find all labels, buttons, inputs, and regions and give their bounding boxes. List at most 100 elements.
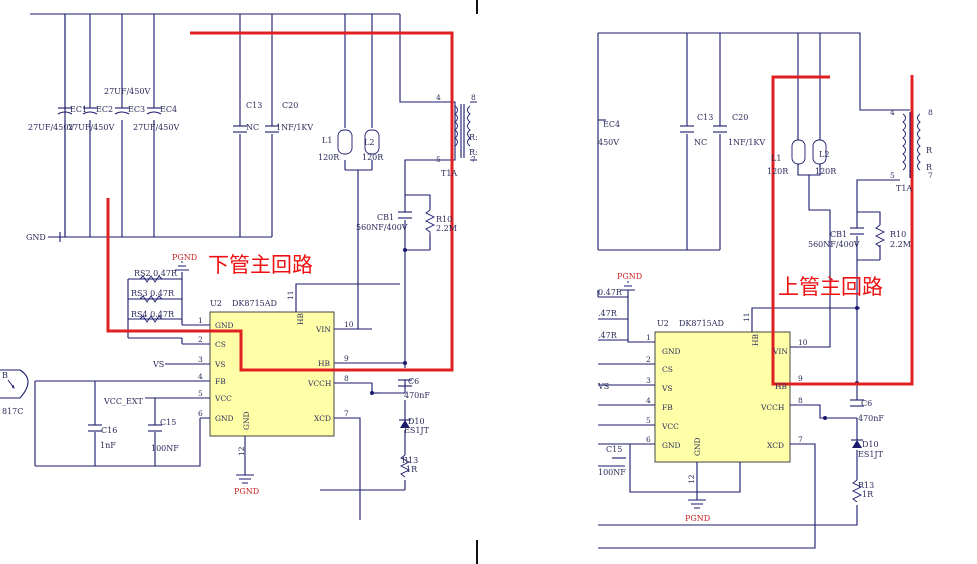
l1-ref: L1 <box>322 136 332 145</box>
pin-name: GND <box>215 414 234 423</box>
pin-num: 3 <box>198 355 203 364</box>
pin-num: 8 <box>798 396 803 405</box>
r-c15-value: 100NF <box>598 468 626 477</box>
t1-pin8: 8 <box>471 93 476 102</box>
pin-num: 1 <box>198 316 203 325</box>
pin-num: 7 <box>798 435 803 444</box>
r-bottom-pgnd-label: PGND <box>685 514 710 523</box>
right-ic-part: DK8715AD <box>679 319 724 328</box>
left-ic-body <box>209 311 335 437</box>
r-l2-value: 120R <box>815 167 837 176</box>
r-c13-value: NC <box>694 138 707 147</box>
pin-num: 2 <box>646 355 651 364</box>
r-t1-pin5: 5 <box>890 171 895 180</box>
pin-name: VCC <box>661 422 679 431</box>
ec1-value: 27UF/450V <box>28 123 74 132</box>
pin-num: 7 <box>344 409 349 418</box>
r-l1-value: 120R <box>767 167 789 176</box>
pin-num: 9 <box>798 374 803 383</box>
l2-value: 120R <box>362 153 384 162</box>
c20-value: 1NF/1KV <box>276 123 313 132</box>
ec3-ref: EC3 <box>128 105 145 114</box>
ec4-value: 27UF/450V <box>133 123 179 132</box>
r-vs-label: VS <box>597 382 609 391</box>
ec4-ref: EC4 <box>160 105 177 114</box>
pin-name: HB <box>775 382 788 391</box>
right-ic-ref: U2 <box>657 319 669 328</box>
vs-label: VS <box>152 360 164 369</box>
r-rs-label: .47R <box>598 309 618 318</box>
r-c20-value: 1NF/1KV <box>728 138 765 147</box>
pin-num: 6 <box>646 435 651 444</box>
right-ic-body <box>654 331 791 463</box>
pin-num: 11 <box>742 312 751 322</box>
pin-num: 4 <box>198 372 203 381</box>
left-labels: EC1 EC2 EC3 EC4 27UF/450V 27UF/450V 27UF… <box>2 87 478 496</box>
opto-label: B <box>2 371 8 380</box>
pin-name: FB <box>215 377 226 386</box>
pin-name: GND <box>693 437 702 456</box>
pin-name: FB <box>662 403 673 412</box>
r-ec4-value: 450V <box>598 138 619 147</box>
pin-name: VIN <box>772 347 788 356</box>
rs3-label: RS3 0.47R <box>131 289 175 298</box>
r-c20-ref: C20 <box>732 113 748 122</box>
r-l2-ref: L2 <box>819 150 829 159</box>
r-t1-pin8: 8 <box>928 108 933 117</box>
t1-r-label: R: <box>469 133 478 142</box>
pin-name: VS <box>214 360 226 369</box>
r-r13-value: 1R <box>862 490 874 499</box>
r-c15-ref: C15 <box>606 445 622 454</box>
pin-num: 5 <box>646 416 651 425</box>
right-caption: 上管主回路 <box>778 275 883 299</box>
pin-num: 9 <box>344 354 349 363</box>
opto-part-label: 817C <box>2 407 23 416</box>
pin-name: VCCH <box>760 403 785 412</box>
c13-ref: C13 <box>246 101 262 110</box>
r-c6-ref: C6 <box>861 399 872 408</box>
r-c13-ref: C13 <box>697 113 713 122</box>
t1-pin4: 4 <box>436 93 441 102</box>
pin-name: XCD <box>767 441 784 450</box>
right-red-loop <box>771 75 914 386</box>
c6-ref: C6 <box>408 377 419 386</box>
r-t1-ref: T1A <box>896 184 912 193</box>
pin-num: 10 <box>798 338 808 347</box>
pin-name: XCD <box>314 414 331 423</box>
r-ec4-ref: EC4 <box>603 120 620 129</box>
pin-name: VIN <box>315 325 331 334</box>
pin-name: VCCH <box>307 379 332 388</box>
r-d10-value: ES1JT <box>858 450 884 459</box>
pin-name: GND <box>662 347 681 356</box>
bottom-pgnd-label: PGND <box>234 487 259 496</box>
r13-value: 1R <box>406 465 418 474</box>
gnd-label: GND <box>26 233 46 242</box>
pin-name: HB <box>296 312 305 325</box>
pin-num: 5 <box>198 389 203 398</box>
pin-num: 2 <box>198 335 203 344</box>
pin-num: 4 <box>646 396 651 405</box>
left-ic-ref: U2 <box>210 299 222 308</box>
c20-ref: C20 <box>282 101 298 110</box>
rs2-label: RS2 0.47R <box>134 269 178 278</box>
c6-value: 470nF <box>404 391 430 400</box>
t1-pin5: 5 <box>436 155 441 164</box>
r-pgnd-label: PGND <box>617 272 642 281</box>
pin-num: 10 <box>344 320 354 329</box>
c16-value: 1nF <box>100 441 116 450</box>
pin-name: GND <box>662 441 681 450</box>
c15-value: 100NF <box>151 444 179 453</box>
pin-num: 12 <box>237 446 246 456</box>
r-t1-pin4: 4 <box>890 108 895 117</box>
r13-ref: R13 <box>402 456 418 465</box>
pin-num: 11 <box>286 290 295 300</box>
t1-r-label: R: <box>469 148 478 157</box>
vcc-ext-label: VCC_EXT <box>103 397 144 406</box>
r-rs-label: 0.47R <box>598 288 623 297</box>
r10-value: 2.2M <box>436 224 457 233</box>
pin-num: 1 <box>646 333 651 342</box>
r10-ref: R10 <box>436 215 452 224</box>
l1-value: 120R <box>318 153 340 162</box>
pin-name: HB <box>751 333 760 346</box>
pin-name: CS <box>215 340 226 349</box>
